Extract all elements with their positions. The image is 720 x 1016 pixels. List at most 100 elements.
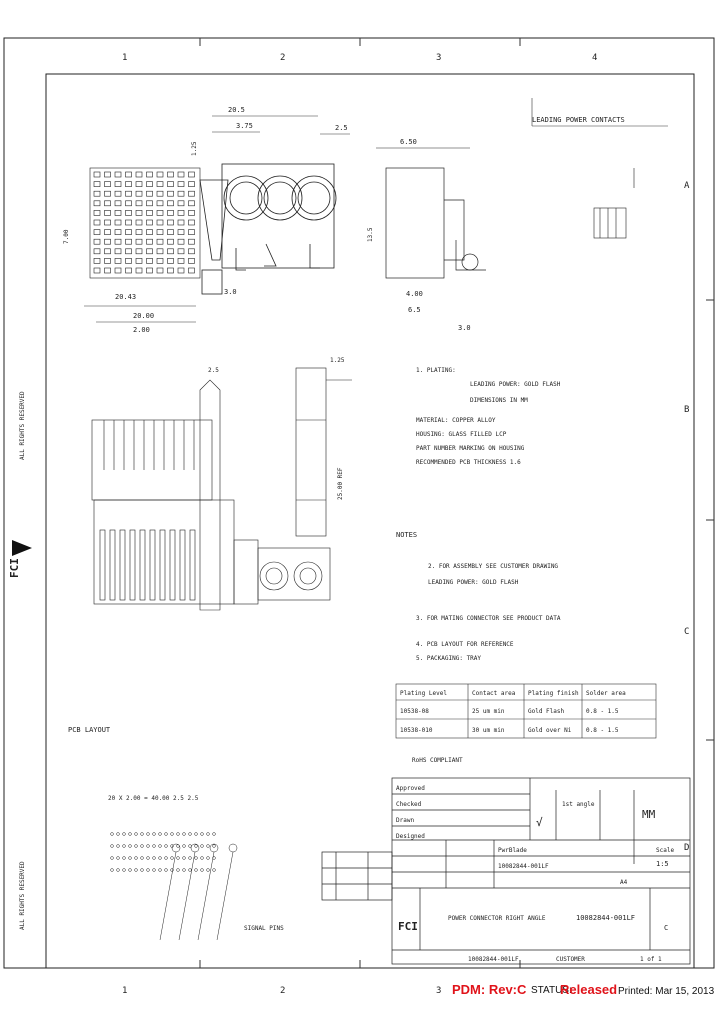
pin-cell bbox=[93, 267, 101, 274]
pin-cell bbox=[104, 181, 111, 187]
svg-text:PART NUMBER MARKING ON HOUSING: PART NUMBER MARKING ON HOUSING bbox=[416, 445, 525, 452]
tb-rev: C bbox=[664, 924, 668, 932]
dim-section-top: 1.25 bbox=[330, 357, 345, 364]
pin-cell bbox=[167, 267, 174, 274]
tb-logo: FCI bbox=[398, 920, 418, 933]
pcb-power-hole bbox=[209, 843, 219, 853]
pcb-hole bbox=[212, 856, 216, 860]
pin-cell bbox=[93, 181, 101, 187]
pcb-hole bbox=[212, 844, 216, 848]
pin-cell bbox=[114, 181, 122, 187]
zone-bottom-2: 2 bbox=[280, 986, 285, 996]
section-pin-tail bbox=[149, 529, 156, 601]
pin-cell bbox=[146, 171, 153, 178]
outer-frame bbox=[3, 37, 715, 969]
pin-cell bbox=[125, 171, 132, 178]
pin-cell bbox=[167, 171, 174, 178]
pin-cell bbox=[114, 171, 122, 178]
pin-cell bbox=[135, 258, 143, 264]
pcb-leader bbox=[197, 851, 215, 941]
pcb-hole bbox=[194, 844, 198, 848]
pin-cell bbox=[167, 219, 174, 226]
tb-drawn: Drawn bbox=[396, 817, 414, 824]
pin-cell bbox=[156, 258, 164, 264]
pitch-note: 20 X 2.00 = 40.00 2.5 2.5 bbox=[108, 795, 199, 802]
section-pin-tail bbox=[159, 529, 166, 601]
pin-cell bbox=[135, 248, 143, 255]
pin-cell bbox=[104, 200, 111, 207]
pcb-hole bbox=[134, 868, 138, 872]
dim-2-5: 2.5 bbox=[335, 124, 348, 132]
section-pin-tail bbox=[169, 529, 176, 601]
power-contacts-front bbox=[199, 163, 337, 295]
zone-side-d: D bbox=[684, 843, 689, 853]
dim-1-25: 1.25 bbox=[191, 141, 198, 156]
dim-3-75: 3.75 bbox=[236, 122, 253, 130]
pin-cell bbox=[188, 267, 195, 274]
pcb-hole bbox=[116, 844, 120, 848]
table-cell-1-3: Gold Flash bbox=[528, 708, 565, 715]
tb-scale-label: Scale bbox=[656, 847, 674, 854]
pin-cell bbox=[188, 219, 195, 226]
pcb-hole bbox=[182, 832, 186, 836]
pin-cell bbox=[125, 267, 132, 274]
svg-text:HOUSING: GLASS FILLED LCP: HOUSING: GLASS FILLED LCP bbox=[416, 431, 507, 438]
pin-cell bbox=[146, 181, 153, 187]
pcb-hole bbox=[200, 868, 204, 872]
zone-side-c: C bbox=[684, 627, 689, 637]
pcb-hole bbox=[110, 832, 114, 836]
pcb-hole bbox=[200, 856, 204, 860]
pin-cell bbox=[188, 210, 195, 216]
pin-cell bbox=[114, 210, 122, 216]
pin-cell bbox=[135, 171, 143, 178]
pcb-hole bbox=[158, 868, 162, 872]
svg-text:RoHS COMPLIANT: RoHS COMPLIANT bbox=[412, 757, 463, 764]
tb-units: MM bbox=[642, 808, 656, 821]
svg-text:2. FOR ASSEMBLY SEE CUSTOMER D: 2. FOR ASSEMBLY SEE CUSTOMER DRAWING bbox=[428, 563, 558, 570]
pcb-hole bbox=[146, 868, 150, 872]
dim-side-bottom-2: 6.5 bbox=[408, 306, 421, 314]
pin-cell bbox=[146, 190, 153, 197]
pin-cell bbox=[93, 171, 101, 178]
pin-cell bbox=[156, 248, 164, 255]
pin-cell bbox=[167, 248, 174, 255]
pin-cell bbox=[135, 200, 143, 207]
pin-cell bbox=[104, 171, 111, 178]
section-pin-tail bbox=[119, 529, 126, 601]
side-logo: FCI bbox=[8, 540, 32, 578]
pin-cell bbox=[188, 171, 195, 178]
pin-cell bbox=[156, 210, 164, 216]
pcb-hole bbox=[134, 856, 138, 860]
pcb-hole bbox=[194, 832, 198, 836]
pcb-hole bbox=[188, 856, 192, 860]
pin-cell bbox=[125, 181, 132, 187]
pcb-hole bbox=[182, 856, 186, 860]
pin-cell bbox=[135, 181, 143, 187]
svg-text:NOTES: NOTES bbox=[396, 531, 417, 539]
status-value: Released bbox=[560, 982, 618, 997]
pin-cell bbox=[135, 238, 143, 245]
pin-cell bbox=[114, 190, 122, 197]
pcb-hole bbox=[152, 868, 156, 872]
pcb-hole bbox=[158, 832, 162, 836]
pin-cell bbox=[114, 219, 122, 226]
pcb-hole bbox=[146, 856, 150, 860]
pcb-hole bbox=[176, 832, 180, 836]
pin-cell bbox=[177, 258, 185, 264]
pcb-hole bbox=[116, 856, 120, 860]
svg-text:4. PCB LAYOUT FOR REFERENCE: 4. PCB LAYOUT FOR REFERENCE bbox=[416, 641, 514, 648]
tb-approved: Approved bbox=[396, 785, 425, 792]
svg-text:MATERIAL: COPPER ALLOY: MATERIAL: COPPER ALLOY bbox=[416, 417, 496, 424]
pin-cell bbox=[93, 200, 101, 207]
pcb-hole bbox=[188, 832, 192, 836]
pcb-callout: SIGNAL PINS bbox=[244, 925, 284, 932]
pin-cell bbox=[93, 229, 101, 235]
pin-cell bbox=[188, 258, 195, 264]
pin-cell bbox=[104, 229, 111, 235]
svg-text:DIMENSIONS IN MM: DIMENSIONS IN MM bbox=[470, 397, 528, 404]
pcb-hole bbox=[206, 844, 210, 848]
pin-cell bbox=[167, 229, 174, 235]
pin-cell bbox=[156, 219, 164, 226]
pcb-hole bbox=[182, 868, 186, 872]
pcb-hole bbox=[158, 844, 162, 848]
